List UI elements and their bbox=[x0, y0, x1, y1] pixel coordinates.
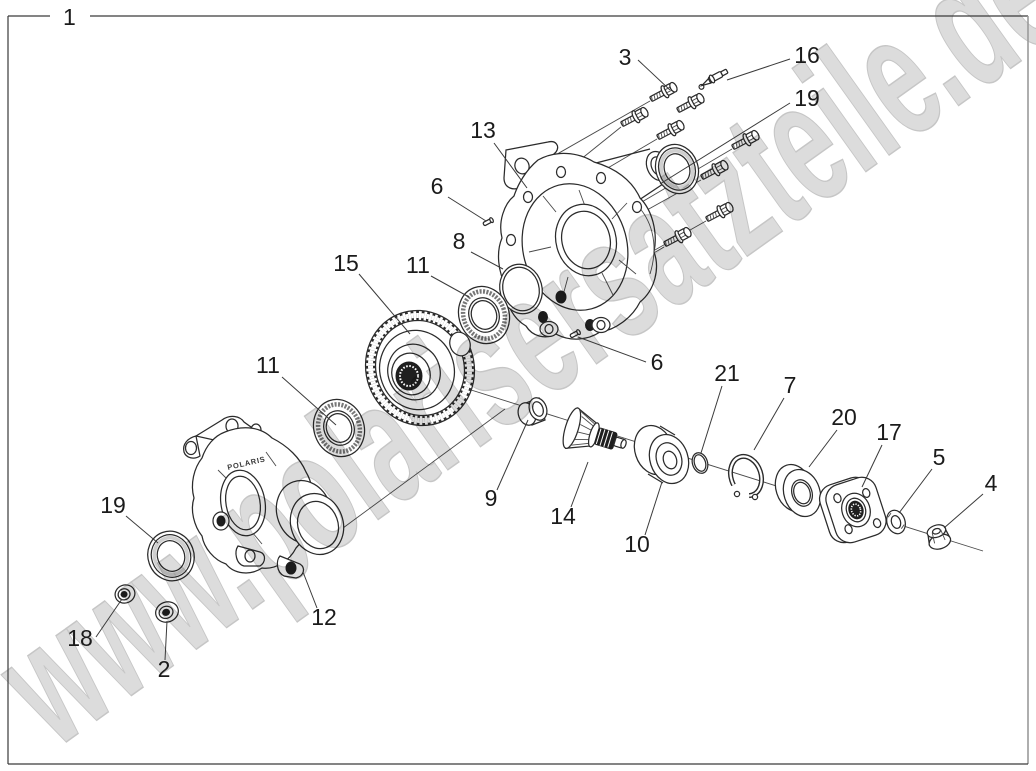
fill-plug-2 bbox=[155, 601, 179, 623]
callout-leader-19-19 bbox=[125, 515, 159, 544]
callout-label-19-2: 19 bbox=[794, 85, 820, 111]
callout-leader-16-1 bbox=[726, 58, 791, 81]
callout-leader-9-16 bbox=[496, 419, 529, 491]
callout-leader-2-22 bbox=[164, 620, 168, 661]
callout-label-6-9: 6 bbox=[651, 349, 664, 375]
bearing-11-right bbox=[457, 285, 511, 345]
axis-link-line bbox=[342, 408, 506, 529]
exploded-drawing: POLARIS bbox=[114, 68, 984, 623]
snap-ring-7 bbox=[727, 453, 765, 501]
callout-label-18-21: 18 bbox=[67, 625, 93, 651]
callout-leader-11-8 bbox=[281, 376, 337, 426]
callout-label-9-16: 9 bbox=[485, 485, 498, 511]
callout-label-8-5: 8 bbox=[453, 228, 466, 254]
callout-label-21-10: 21 bbox=[714, 360, 740, 386]
callout-label-15-7: 15 bbox=[333, 250, 359, 276]
callout-label-20-12: 20 bbox=[831, 404, 857, 430]
callout-leader-12-20 bbox=[302, 571, 318, 609]
callout-leader-6-9 bbox=[577, 336, 647, 363]
callout-leader-8-5 bbox=[470, 251, 504, 270]
drain-plug-18 bbox=[114, 584, 136, 604]
frame-callout-1: 1 bbox=[63, 4, 76, 30]
callout-leader-19-2 bbox=[659, 102, 791, 185]
bearing-11-left bbox=[312, 398, 366, 458]
callout-label-4-15: 4 bbox=[985, 470, 998, 496]
o-ring-8 bbox=[499, 263, 543, 315]
pinion-gear-14 bbox=[562, 406, 627, 450]
yoke-flange-17 bbox=[818, 476, 887, 544]
callout-label-6-4: 6 bbox=[431, 173, 444, 199]
callout-leader-15-7 bbox=[358, 273, 411, 335]
callouts-layer: 3 16 19 13 6 8 11 15 11 6 21 7 20 17 5 4 9 14 10 19 12 18 2 bbox=[67, 42, 997, 682]
spacer-9 bbox=[517, 397, 548, 426]
callout-leader-3-0 bbox=[637, 59, 671, 91]
callout-leader-21-10 bbox=[700, 385, 723, 454]
dowel-pin-6a bbox=[481, 216, 495, 228]
flange-bolt-holes bbox=[505, 165, 643, 331]
gearcase-housing-12: POLARIS bbox=[182, 415, 345, 579]
callout-label-3-0: 3 bbox=[619, 44, 632, 70]
callout-leader-6-4 bbox=[447, 196, 487, 222]
o-ring-21 bbox=[691, 452, 709, 474]
callout-label-14-17: 14 bbox=[550, 503, 576, 529]
diagram-frame bbox=[7, 15, 1029, 765]
callout-leader-5-14 bbox=[898, 468, 933, 514]
callout-label-13-3: 13 bbox=[470, 117, 496, 143]
callout-leader-18-21 bbox=[95, 598, 123, 638]
callout-label-10-18: 10 bbox=[624, 531, 650, 557]
callout-label-11-8: 11 bbox=[256, 352, 280, 378]
nut-4 bbox=[926, 524, 952, 550]
callout-label-7-11: 7 bbox=[784, 372, 797, 398]
callout-leader-7-11 bbox=[753, 397, 785, 451]
callout-leader-4-15 bbox=[943, 493, 984, 529]
callout-leader-11-6 bbox=[430, 275, 470, 298]
callout-leader-17-13 bbox=[861, 444, 883, 488]
bearing-10 bbox=[633, 424, 690, 485]
vent-fitting-16 bbox=[698, 68, 729, 90]
callout-leader-13-3 bbox=[493, 142, 528, 189]
seal-19-bottom bbox=[147, 530, 195, 582]
callout-label-19-19: 19 bbox=[100, 492, 126, 518]
callout-label-2-22: 2 bbox=[158, 656, 171, 682]
callout-leader-14-17 bbox=[570, 461, 589, 508]
callout-leader-10-18 bbox=[644, 481, 663, 536]
washer-5 bbox=[886, 509, 906, 535]
callout-label-16-1: 16 bbox=[794, 42, 820, 68]
callout-label-12-20: 12 bbox=[311, 604, 337, 630]
ring-gear-15 bbox=[364, 309, 476, 427]
washer-20 bbox=[774, 463, 822, 518]
callout-label-5-14: 5 bbox=[933, 444, 946, 470]
callout-label-11-6: 11 bbox=[406, 252, 430, 278]
callout-leader-20-12 bbox=[808, 429, 838, 468]
callout-label-17-13: 17 bbox=[876, 419, 902, 445]
